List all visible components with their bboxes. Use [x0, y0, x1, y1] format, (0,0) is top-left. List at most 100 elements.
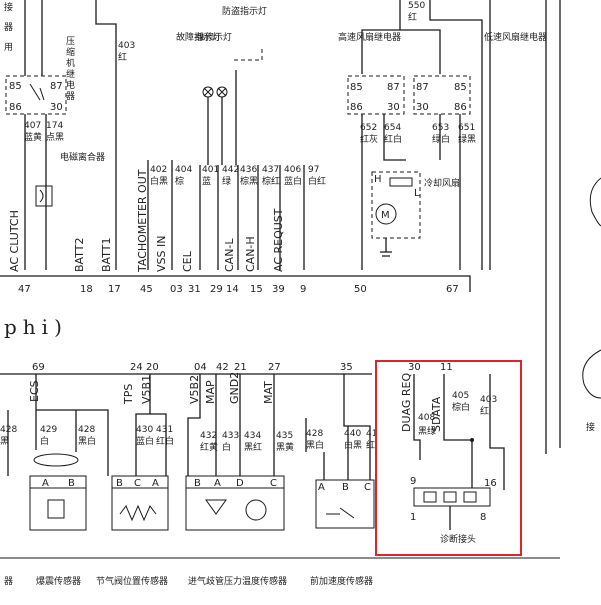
code-403: 403	[118, 41, 135, 51]
captions: 器 爆震传感器 节气阀位置传感器 进气歧管压力温度传感器 前加速度传感器	[4, 575, 373, 587]
svg-text:CEL: CEL	[181, 250, 194, 272]
label-fault-lamp: 故障指示灯	[176, 31, 221, 43]
svg-text:430: 430	[136, 425, 153, 435]
right-shape-bottom	[582, 349, 601, 399]
svg-text:30: 30	[416, 102, 429, 113]
svg-text:TPS: TPS	[122, 384, 135, 405]
svg-text:B: B	[116, 478, 123, 489]
svg-text:29: 29	[210, 284, 223, 295]
svg-text:H: H	[374, 174, 382, 185]
svg-text:MAP: MAP	[204, 380, 217, 404]
diagnostic-section: 30 11 DUAG REQ SDATA 408 黑绿 405 棕白 403 红…	[400, 362, 505, 545]
svg-text:9: 9	[410, 476, 416, 487]
svg-text:86: 86	[350, 102, 363, 113]
relay-left-pin-85: 85	[9, 81, 22, 92]
svg-text:棕黑: 棕黑	[240, 175, 258, 187]
svg-text:8: 8	[480, 512, 486, 523]
svg-text:87: 87	[416, 82, 429, 93]
svg-text:A: A	[152, 478, 159, 489]
svg-text:绿: 绿	[222, 175, 231, 187]
right-label: 接	[586, 421, 595, 433]
mid-wires	[147, 160, 305, 270]
svg-text:651: 651	[458, 123, 475, 133]
svg-text:进气歧管压力温度传感器: 进气歧管压力温度传感器	[188, 575, 287, 587]
svg-text:652: 652	[360, 123, 377, 133]
diag-connector-icon	[413, 487, 491, 507]
label-high-fan-relay: 高速风扇继电器	[338, 31, 401, 43]
svg-text:节气阀位置传感器: 节气阀位置传感器	[96, 575, 168, 587]
svg-text:653: 653	[432, 123, 449, 133]
knock-shield-icon	[33, 453, 79, 467]
antitheft-dash	[234, 46, 263, 61]
svg-text:B: B	[342, 482, 349, 493]
svg-text:A: A	[42, 478, 49, 489]
tps-box	[111, 475, 169, 531]
svg-text:440: 440	[344, 429, 361, 439]
svg-text:爆震传感器: 爆震传感器	[36, 575, 81, 587]
svg-text:03: 03	[170, 284, 183, 295]
svg-text:436: 436	[240, 165, 257, 175]
clutch-coil	[35, 185, 53, 207]
ecu-name: phi)	[4, 315, 68, 339]
svg-text:红灰: 红灰	[360, 133, 378, 145]
svg-text:V5B1: V5B1	[140, 375, 153, 404]
svg-text:17: 17	[108, 284, 121, 295]
svg-text:30: 30	[387, 102, 400, 113]
cn-left-3: 用	[4, 42, 13, 53]
code-174-color: 点黑	[46, 132, 64, 143]
code-407-color: 蓝黄	[24, 131, 42, 143]
svg-text:白黑: 白黑	[150, 175, 168, 187]
svg-text:AC REQUST: AC REQUST	[272, 208, 285, 272]
svg-text:黑红: 黑红	[244, 441, 262, 453]
lower-pins: 69 24 20 04 42 21 27 35	[32, 362, 353, 373]
svg-text:85: 85	[454, 82, 467, 93]
tps-resistor-icon	[119, 504, 157, 522]
svg-text:402: 402	[150, 165, 167, 175]
relay-left-pin-86: 86	[9, 102, 22, 113]
svg-text:CAN-H: CAN-H	[244, 236, 257, 272]
svg-text:C: C	[134, 478, 141, 489]
wire-403	[95, 0, 117, 270]
svg-text:429: 429	[40, 425, 57, 435]
svg-text:CAN-L: CAN-L	[223, 238, 236, 272]
svg-text:B: B	[194, 478, 201, 489]
svg-text:蓝白: 蓝白	[284, 175, 302, 187]
svg-text:41: 41	[366, 429, 377, 439]
svg-text:21: 21	[234, 362, 247, 373]
svg-text:棕: 棕	[175, 175, 184, 187]
svg-text:绿黑: 绿黑	[458, 133, 476, 145]
svg-text:654: 654	[384, 123, 401, 133]
svg-text:ECS: ECS	[28, 380, 41, 402]
svg-text:428: 428	[306, 429, 323, 439]
svg-text:VSS IN: VSS IN	[155, 236, 168, 272]
svg-text:C: C	[270, 478, 277, 489]
svg-text:D: D	[236, 478, 244, 489]
lower-wires	[7, 374, 371, 458]
svg-text:前加速度传感器: 前加速度传感器	[310, 575, 373, 587]
right-shape-top	[589, 177, 601, 227]
svg-text:04: 04	[194, 362, 207, 373]
svg-text:BATT2: BATT2	[73, 238, 86, 272]
svg-text:404: 404	[175, 165, 192, 175]
svg-text:406: 406	[284, 165, 301, 175]
svg-text:蓝: 蓝	[202, 175, 211, 187]
ground-icon	[380, 238, 392, 257]
knock-sensor-box	[29, 475, 87, 531]
svg-text:蓝白: 蓝白	[136, 435, 154, 447]
svg-text:69: 69	[32, 362, 45, 373]
ecu-top-pins: 47 18 17 45 03 31 29 14 15 39 9 50 67	[18, 284, 459, 295]
svg-text:47: 47	[18, 284, 31, 295]
knock-sensor-icon	[47, 499, 65, 519]
relay-left-box	[5, 75, 67, 115]
svg-text:A: A	[318, 482, 325, 493]
svg-text:压缩机继电器: 压缩机继电器	[66, 36, 75, 102]
svg-text:红白: 红白	[156, 435, 174, 447]
svg-text:B: B	[68, 478, 75, 489]
clutch-coil-symbol	[39, 189, 44, 203]
svg-text:黑黄: 黑黄	[276, 441, 294, 453]
svg-text:诊断接头: 诊断接头	[440, 533, 476, 545]
relay-left-wires	[24, 0, 47, 270]
svg-text:20: 20	[146, 362, 159, 373]
label-magnetic-clutch: 电磁离合器	[60, 151, 105, 163]
svg-text:85: 85	[350, 82, 363, 93]
